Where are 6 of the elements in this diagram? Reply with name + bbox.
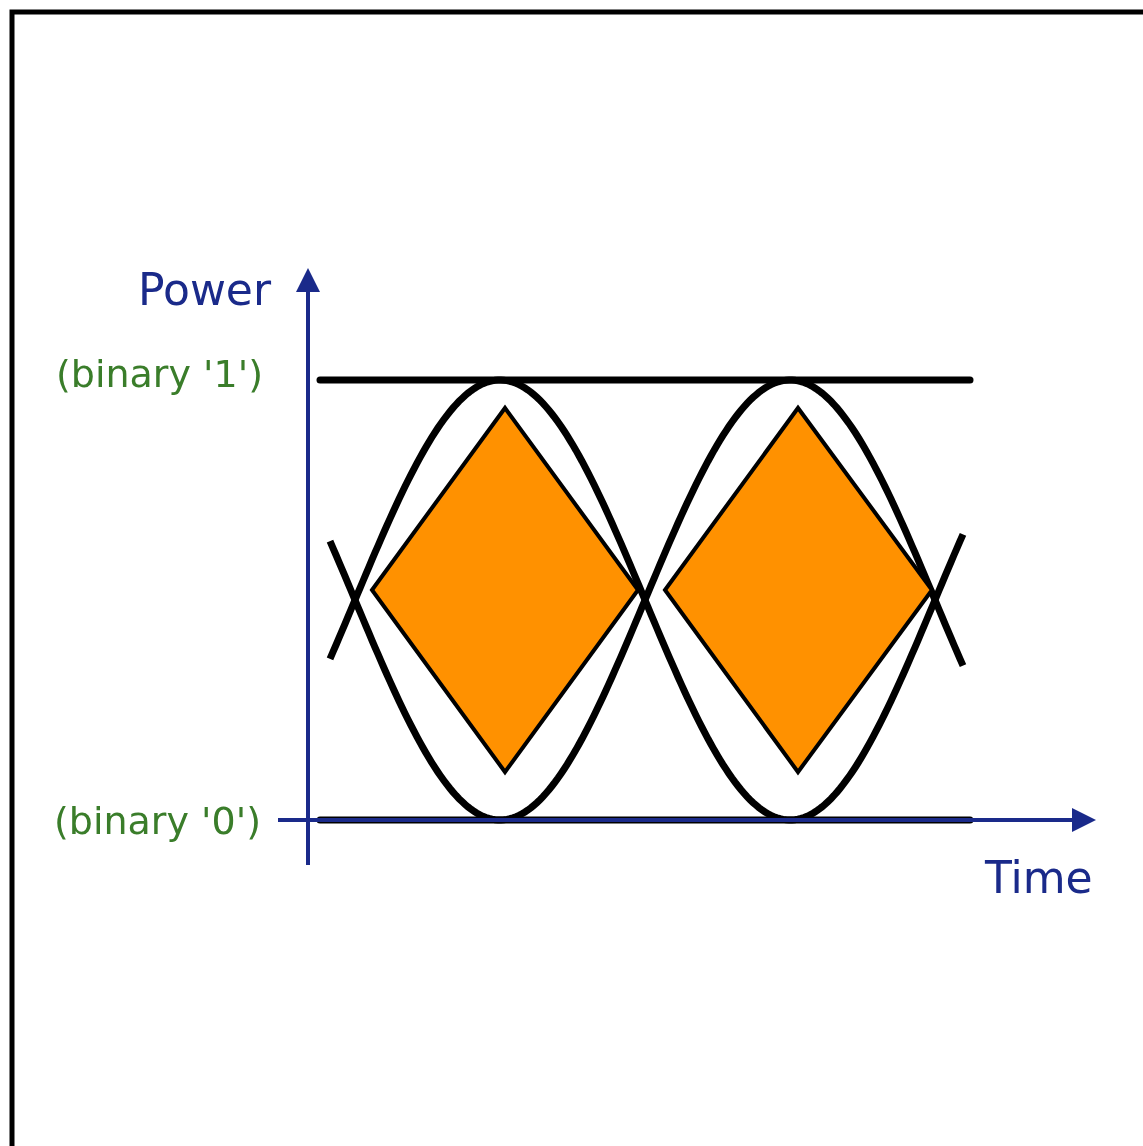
eye-mask-diamond — [369, 404, 641, 776]
level-label: (binary '1') — [56, 355, 263, 393]
level-label: (binary '0') — [54, 802, 261, 840]
eye-mask-diamond — [662, 404, 935, 776]
axis-label: Power — [138, 268, 272, 312]
axis-label: Time — [985, 856, 1093, 900]
